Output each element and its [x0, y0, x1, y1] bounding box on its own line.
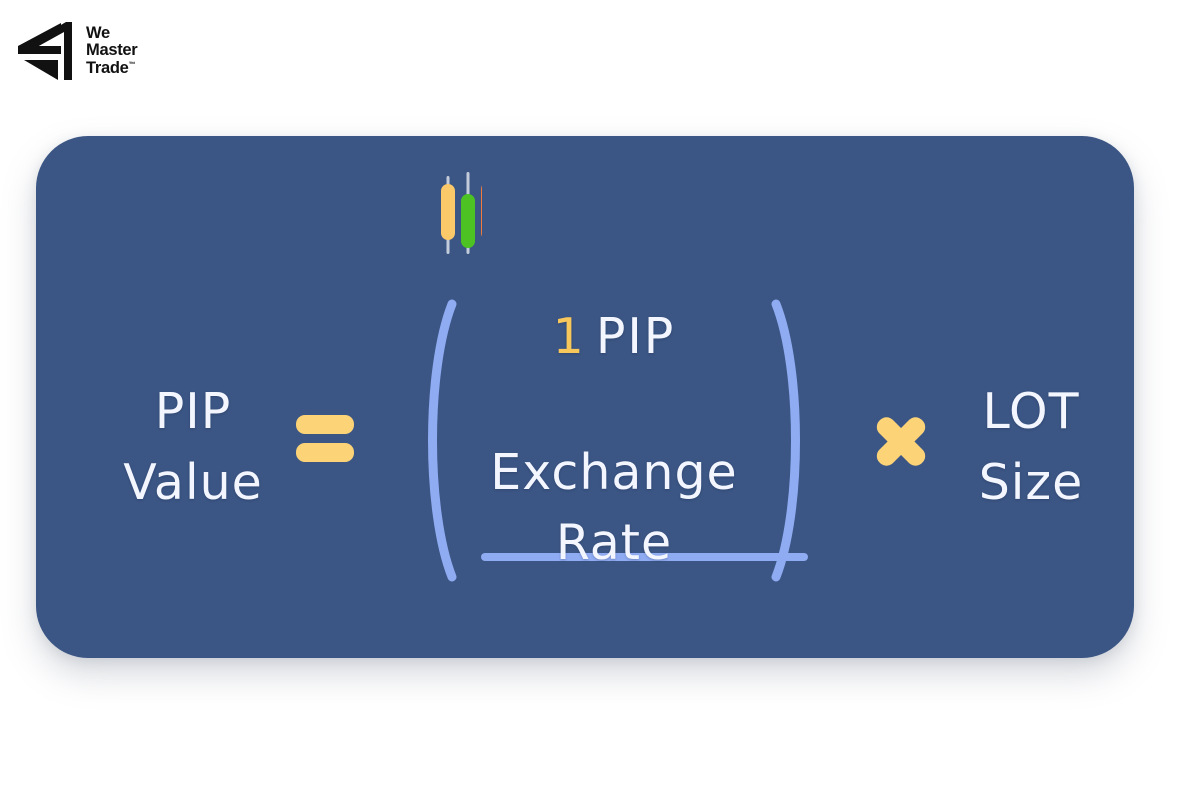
right-parenthesis-icon	[771, 299, 800, 582]
brand-line-3-text: Trade	[86, 58, 129, 77]
numerator-unit: PIP	[595, 308, 676, 365]
fraction-bar	[481, 553, 808, 561]
candlestick-chart-icon	[441, 172, 482, 254]
brand-line-2: Master	[86, 41, 138, 60]
left-parenthesis-icon	[428, 299, 457, 582]
brand-wordmark: We Master Trade™	[86, 23, 138, 77]
candle-3-body	[481, 185, 482, 237]
arrow-chevron-logo-icon	[18, 22, 72, 80]
candle-1-body	[441, 184, 455, 240]
brand-line-3: Trade™	[86, 58, 137, 77]
brand-line-1: We	[86, 23, 110, 42]
candle-2-body	[461, 194, 475, 248]
equals-sign-icon	[296, 412, 354, 470]
equals-bar-top	[296, 415, 354, 434]
equals-bar-bottom	[296, 443, 354, 462]
pip-value-label: PIP Value	[123, 383, 263, 512]
trademark-symbol: ™	[128, 61, 136, 69]
lot-size-label: LOT Size	[978, 383, 1084, 512]
brand-logo: We Master Trade™	[14, 18, 138, 84]
numerator-number: 1	[552, 308, 586, 365]
fraction-denominator: Exchange Rate	[490, 444, 738, 571]
multiply-sign-icon	[868, 408, 934, 474]
